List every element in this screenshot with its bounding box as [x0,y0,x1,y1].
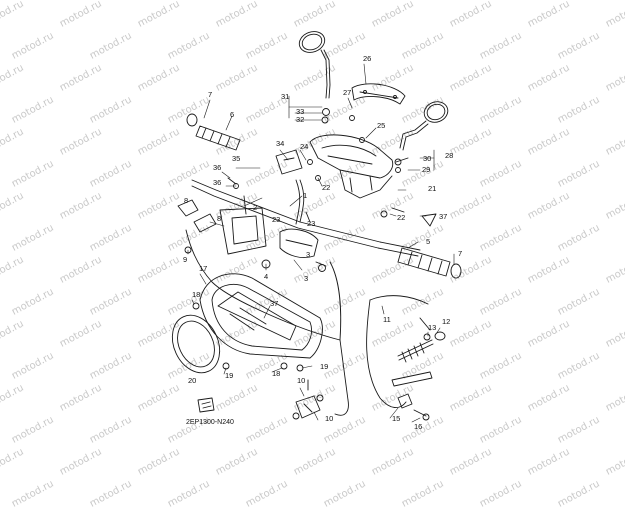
right-mirror [399,101,449,151]
callout-7: 7 [458,249,462,258]
callout-23: 23 [272,215,280,224]
meter-cover [351,83,406,105]
watermark-text: motod.ru [478,478,524,510]
callout-37: 37 [270,299,278,308]
watermark-text: motod.ru [400,478,446,510]
callout-18: 18 [272,369,280,378]
callout-23: 23 [307,219,315,228]
callout-9: 9 [183,255,187,264]
callout-26: 26 [363,54,371,63]
callout-11: 11 [383,315,391,324]
leader-lines [187,63,455,423]
callout-13: 13 [428,323,436,332]
diagram-code: 2EP1300-N240 [186,419,234,426]
callout-8: 8 [184,196,188,205]
watermark-text: motod.ru [10,478,56,510]
callout-37: 37 [439,212,447,221]
callout-15: 15 [392,414,400,423]
front-cover [199,273,323,359]
callout-18: 18 [192,290,200,299]
callout-35: 35 [232,154,240,163]
callout-20: 20 [188,376,196,385]
left-grip [186,113,241,151]
watermark-text: motod.ru [556,478,602,510]
callout-25: 25 [377,121,385,130]
callout-34: 34 [276,139,284,148]
callout-22: 22 [397,213,405,222]
watermark-text: motod.ru [166,478,212,510]
callout-17: 17 [199,264,207,273]
callout-7: 7 [208,90,212,99]
callout-31: 31 [281,92,289,101]
left-mirror [298,31,331,99]
callout-8: 8 [217,214,221,223]
callout-3: 3 [304,274,308,283]
handlebar-cover-upper [309,134,394,199]
callout-27: 27 [343,88,351,97]
clip-37 [421,213,437,227]
handlebar [191,179,421,257]
callout-22: 22 [322,183,330,192]
callout-36: 36 [213,178,221,187]
callout-6: 6 [230,110,234,119]
callout-28: 28 [445,151,453,160]
watermark-text: motod.ru [322,478,368,510]
callout-4: 4 [264,272,268,281]
callout-19: 19 [225,371,233,380]
callout-36: 36 [213,163,221,172]
callout-19: 19 [320,362,328,371]
watermark-text: motod.ru [88,478,134,510]
callout-10: 10 [325,414,333,423]
callout-1: 1 [303,191,307,200]
bolts [184,108,365,372]
callout-10: 10 [297,376,305,385]
lower-bracket [292,379,324,420]
callout-24: 24 [300,142,308,151]
callout-29: 29 [422,165,430,174]
watermark-text: motod.ru [244,478,290,510]
cables [185,229,431,416]
callout-33: 33 [296,107,304,116]
right-grip [397,247,462,279]
callout-16: 16 [414,422,422,431]
callout-3: 3 [306,250,310,259]
callout-30: 30 [423,154,431,163]
callout-5: 5 [426,237,430,246]
exploded-view-drawing: 1233456778891010111213151617181819192021… [171,31,462,431]
callout-32: 32 [296,115,304,124]
callout-21: 21 [428,184,436,193]
callout-2: 2 [253,203,257,212]
headlight-ring [171,314,221,374]
diagram-symbol [197,397,215,413]
callout-12: 12 [442,317,450,326]
right-small-parts [380,157,446,421]
